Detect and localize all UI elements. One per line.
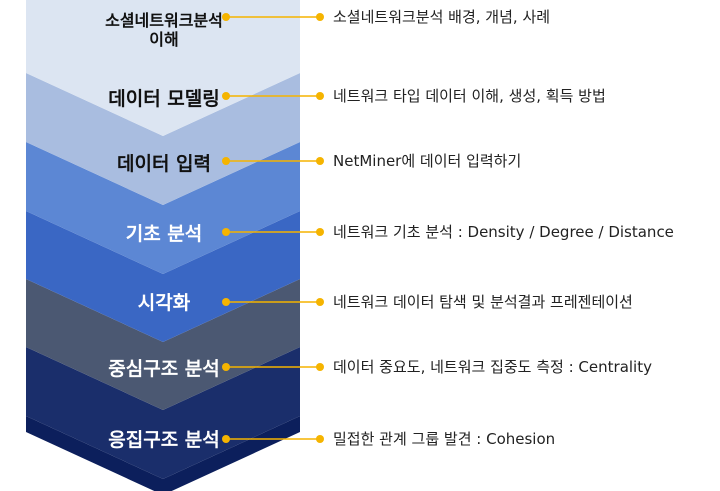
step-label-centrality: 중심구조 분석 xyxy=(108,358,220,380)
chevron-sna-intro xyxy=(26,0,300,136)
step-label-line: 소셜네트워크분석 xyxy=(105,11,223,30)
connector-dot-right-data-input xyxy=(316,157,324,165)
step-desc-cohesion: 밀접한 관계 그룹 발견 : Cohesion xyxy=(333,430,556,448)
chevron-data-modeling xyxy=(26,73,300,205)
step-desc-centrality: 데이터 중요도, 네트워크 집중도 측정 : Centrality xyxy=(333,358,652,376)
chevron-visualization xyxy=(26,279,300,410)
step-desc-basic-analysis: 네트워크 기초 분석 : Density / Degree / Distance xyxy=(333,223,674,241)
chevron-centrality xyxy=(26,347,300,479)
connector-dot-left-cohesion xyxy=(222,435,230,443)
connector-dot-left-basic-analysis xyxy=(222,228,230,236)
step-desc-sna-intro: 소셜네트워크분석 배경, 개념, 사례 xyxy=(333,8,551,26)
chevron-cohesion xyxy=(26,416,300,491)
connector-dot-left-centrality xyxy=(222,363,230,371)
step-desc-data-input: NetMiner에 데이터 입력하기 xyxy=(333,152,522,170)
step-label-data-input: 데이터 입력 xyxy=(116,153,211,175)
connector-dot-right-basic-analysis xyxy=(316,228,324,236)
chevron-data-input xyxy=(26,142,300,274)
step-label-data-modeling: 데이터 모델링 xyxy=(108,88,220,110)
connector-dot-left-data-modeling xyxy=(222,92,230,100)
step-label-basic-analysis: 기초 분석 xyxy=(125,223,203,245)
connector-dot-right-centrality xyxy=(316,363,324,371)
step-desc-visualization: 네트워크 데이터 탐색 및 분석결과 프레젠테이션 xyxy=(333,293,633,311)
step-label-line: 이해 xyxy=(149,30,179,49)
connector-dot-right-data-modeling xyxy=(316,92,324,100)
step-desc-data-modeling: 네트워크 타입 데이터 이해, 생성, 획득 방법 xyxy=(333,87,606,105)
chevron-basic-analysis xyxy=(26,211,300,342)
connector-dot-right-visualization xyxy=(316,298,324,306)
connector-dot-left-visualization xyxy=(222,298,230,306)
connector-dot-left-sna-intro xyxy=(222,13,230,21)
connector-dot-right-sna-intro xyxy=(316,13,324,21)
connector-dot-left-data-input xyxy=(222,157,230,165)
connector-dot-right-cohesion xyxy=(316,435,324,443)
step-label-cohesion: 응집구조 분석 xyxy=(108,429,220,451)
step-label-visualization: 시각화 xyxy=(137,292,191,314)
